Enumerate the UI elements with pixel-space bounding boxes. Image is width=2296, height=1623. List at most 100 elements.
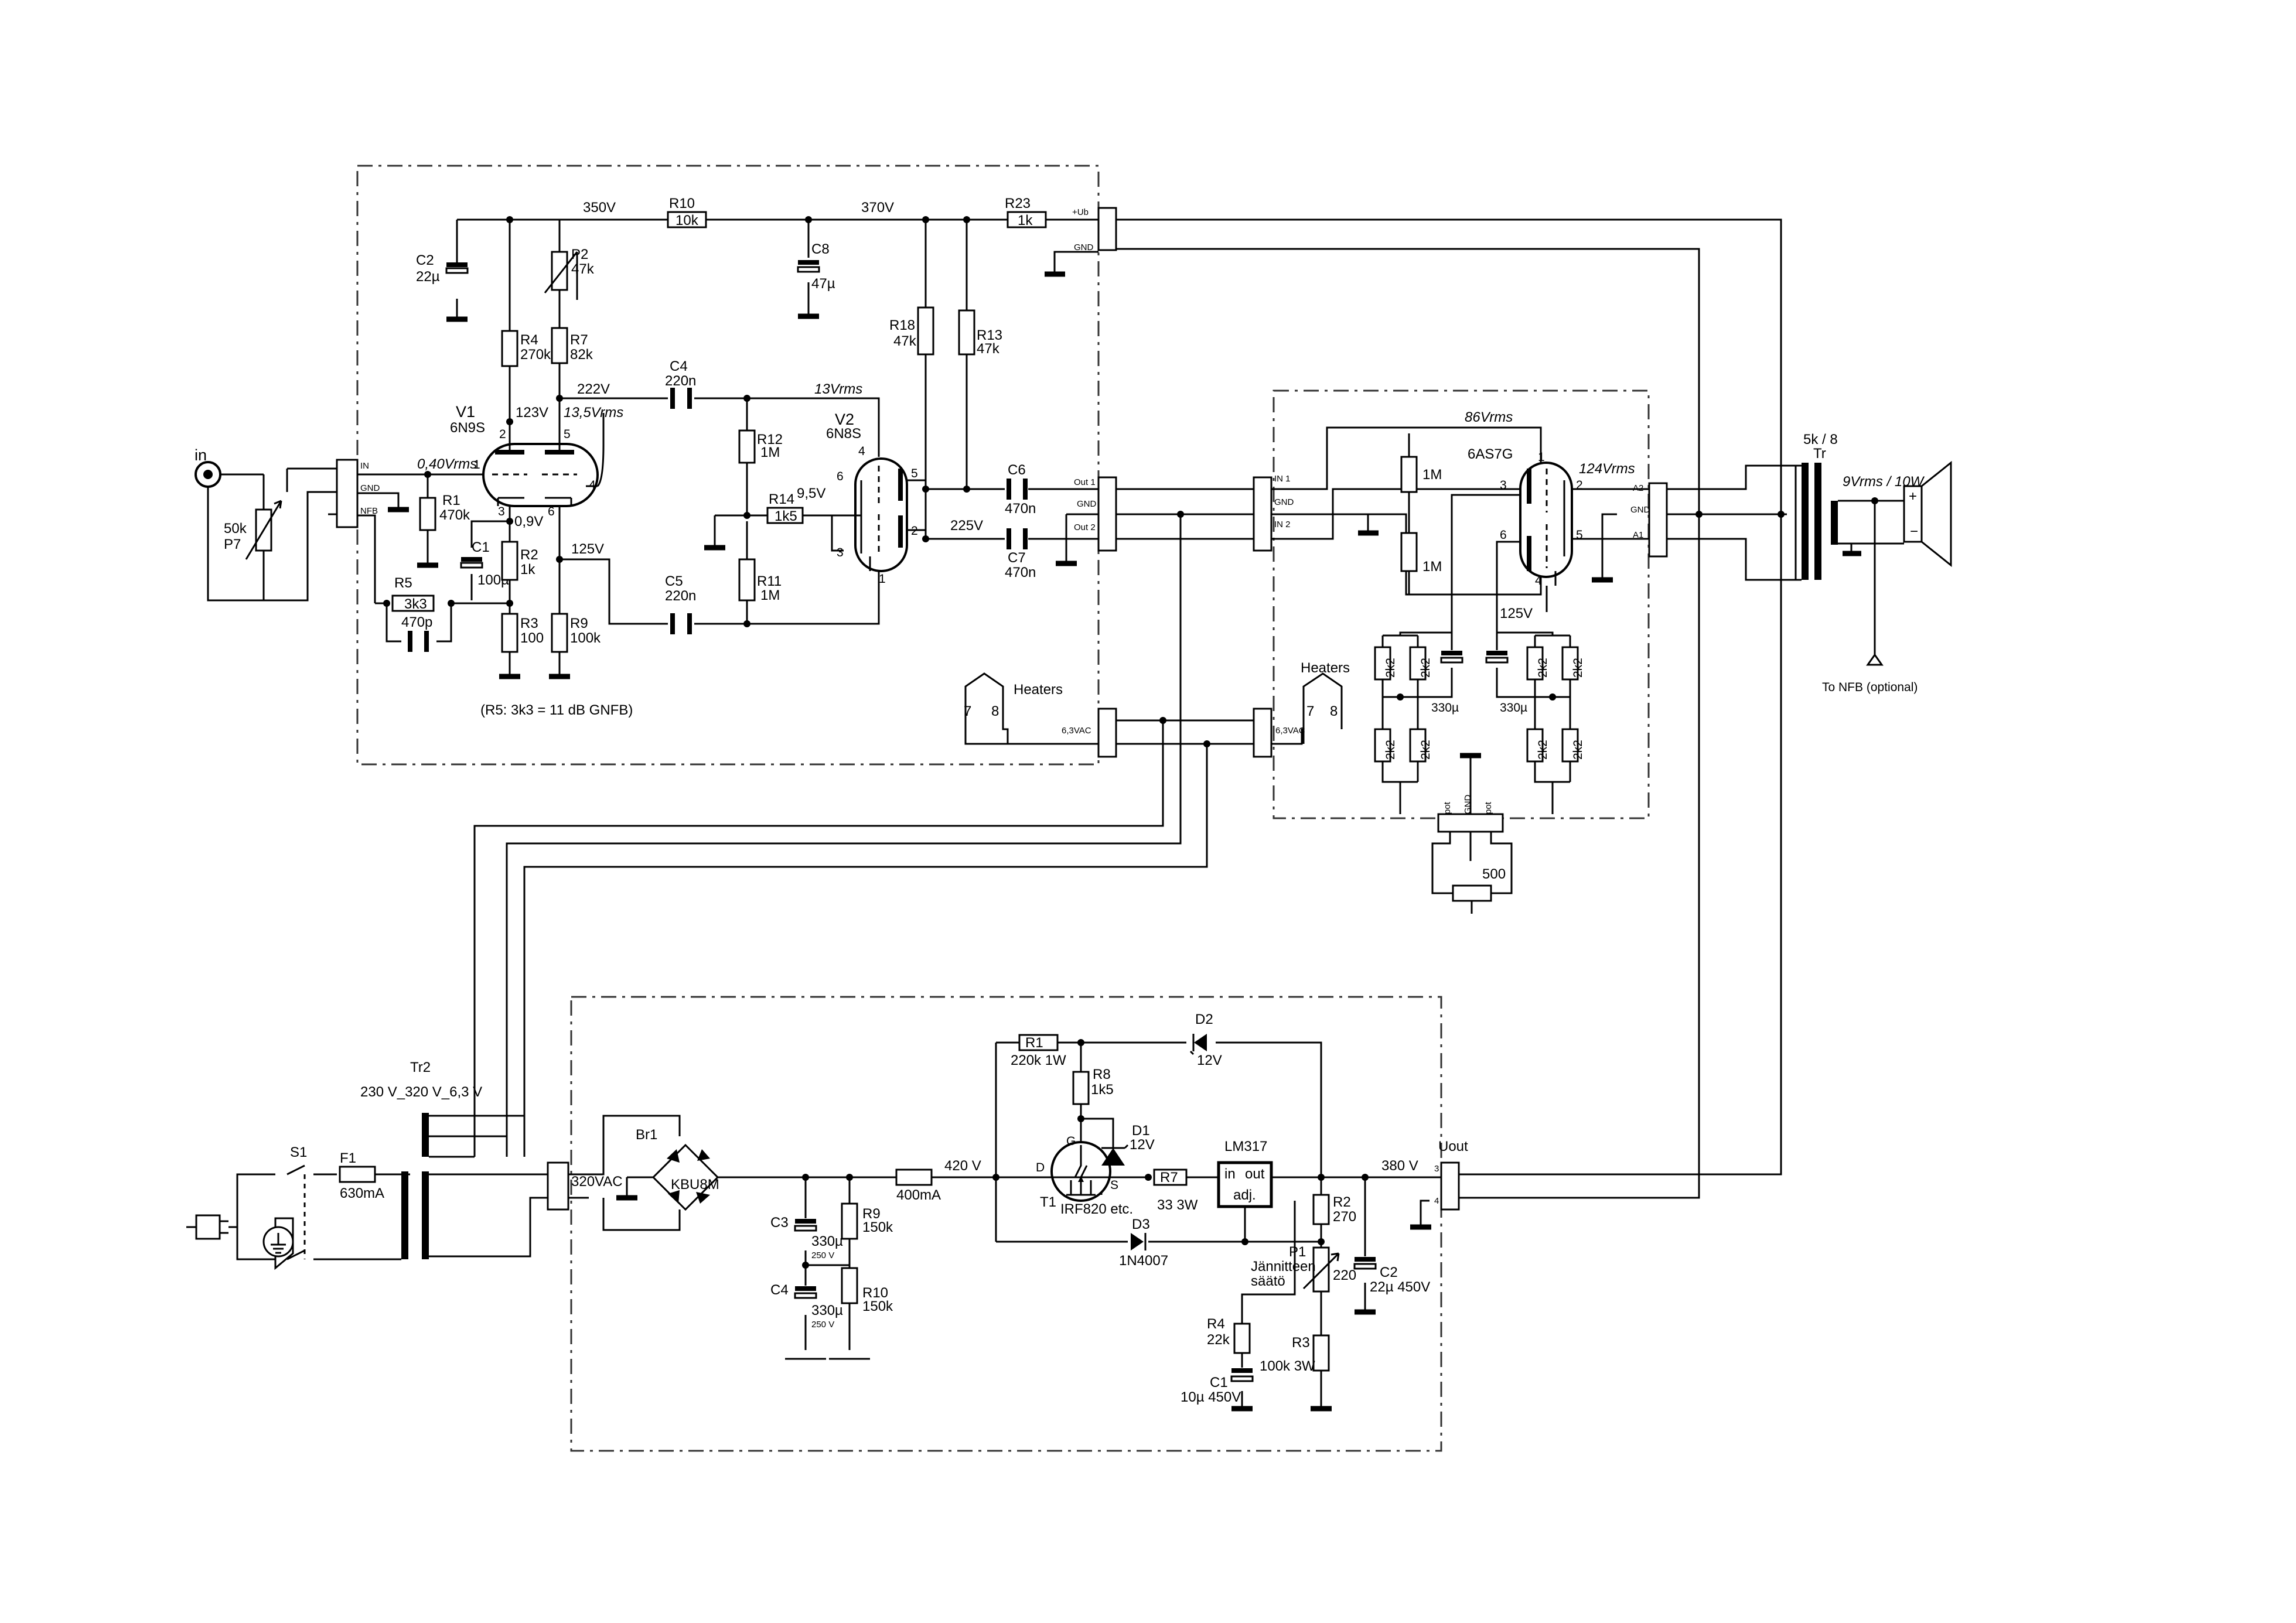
v2-pin-4: 4: [858, 445, 865, 458]
pa-cathode-network: [1374, 631, 1579, 799]
uout-pin-4: 4: [1434, 1196, 1439, 1206]
c7-value: 470n: [1005, 565, 1036, 580]
v1-input-signal: 0,40Vrms: [417, 456, 477, 472]
r23-value: 1k: [1018, 213, 1033, 228]
r12-value: 1M: [760, 445, 780, 460]
psu-r8-resistor: [1072, 1071, 1090, 1105]
preamp-input-connector: [336, 459, 359, 528]
tr2-ref: Tr2: [410, 1060, 431, 1075]
preamp-out-pin-2: Out 2: [1074, 522, 1096, 532]
c-470p-value: 470p: [401, 614, 432, 630]
psu-d2-zener: [1189, 1034, 1207, 1055]
p2-value: 47k: [571, 261, 595, 277]
pa-in-pin-gnd: GND: [1274, 497, 1294, 507]
preamp-b-plus-rail: [456, 218, 1078, 319]
output-transformer: [1787, 463, 1838, 581]
pa-r-label-1: 2k2: [1384, 658, 1397, 678]
pa-bias-pin-3: pot: [1483, 801, 1493, 814]
psu-r1-resistor: [1018, 1034, 1059, 1051]
pa-in-pin-2: IN 2: [1274, 520, 1291, 529]
psu-r10-resistor: [841, 1267, 858, 1304]
earth-symbol: [262, 1226, 294, 1258]
r11-ref: R11: [757, 573, 782, 589]
psu-c4-ref: C4: [770, 1282, 789, 1298]
r3-ref: R3: [520, 616, 538, 631]
preamp-heater-pin-8: 8: [991, 703, 999, 719]
s1-ref: S1: [290, 1144, 307, 1160]
r5-ref: R5: [394, 575, 412, 591]
c2-ref: C2: [416, 252, 434, 268]
r3-resistor: [501, 613, 518, 653]
svg-text:+: +: [1909, 488, 1917, 504]
preamp-in-pin-in: IN: [360, 461, 369, 471]
rail-label-370v: 370V: [861, 200, 894, 216]
p7-value: 50k: [224, 521, 247, 537]
v2-pin-6: 6: [837, 470, 844, 483]
r7-ref: R7: [570, 332, 588, 348]
f1-ref: F1: [340, 1150, 356, 1166]
pa-heater-voltage: 6,3VAC: [1275, 726, 1305, 736]
preamp-heater-connector: [1097, 708, 1117, 758]
psu-fuse-400ma-value: 400mA: [896, 1187, 941, 1203]
psu-t1-mosfet: [1040, 1141, 1131, 1202]
v1-type: 6N9S: [450, 420, 485, 436]
br1-type: KBU8M: [671, 1177, 719, 1193]
psu-uout-label: Uout: [1438, 1139, 1468, 1154]
r3-value: 100: [520, 630, 544, 646]
psu-r1-ref: R1: [1025, 1035, 1043, 1051]
c8-ref: C8: [811, 241, 830, 257]
psu-r3-ref: R3: [1292, 1335, 1310, 1351]
psu-r4-ref: R4: [1207, 1316, 1225, 1332]
preamp-out-pin-1: Out 1: [1074, 477, 1096, 487]
psu-d2-ref: D2: [1195, 1012, 1213, 1027]
r18-resistor: [917, 306, 934, 356]
pa-r-label-6: 2k2: [1571, 658, 1585, 678]
v2-pin-3: 3: [837, 546, 844, 559]
poweramp-output-connector: [1648, 482, 1668, 558]
preamp-in-pin-nfb: NFB: [360, 506, 378, 516]
v1-ref: V1: [456, 403, 475, 421]
psu-c4-rating: 250 V: [811, 1320, 834, 1330]
p2-trimmer: [544, 251, 578, 300]
r23-ref: R23: [1005, 196, 1031, 211]
pa-r-label-7: 2k2: [1536, 740, 1550, 760]
signal-interconnect: [1116, 488, 1254, 540]
psu-ac-label: 320VAC: [571, 1174, 623, 1190]
svg-text:−: −: [1910, 524, 1918, 539]
r2-ref: R2: [520, 547, 538, 563]
r13-ref: R13: [977, 327, 1002, 343]
psu-r2-value: 270: [1333, 1209, 1356, 1225]
r11-value: 1M: [760, 587, 780, 603]
power-transformer-tr2: [401, 1113, 429, 1259]
r13-resistor: [958, 309, 975, 356]
psu-r7-ref: R7: [1160, 1170, 1178, 1185]
pa-heater-pin-7: 7: [1306, 703, 1314, 719]
pa-grid-r-top: 1M: [1422, 467, 1442, 483]
preamp-mid-voltage: 125V: [571, 541, 604, 557]
t1-ref: T1: [1040, 1194, 1056, 1210]
psu-p1-desc-1: Jännitteen: [1251, 1259, 1316, 1275]
r18-value: 47k: [893, 333, 917, 349]
psu-board-outline: [570, 996, 1442, 1452]
pa-pin-4: 4: [1535, 574, 1542, 587]
c5-value: 220n: [665, 588, 696, 604]
c5-ref: C5: [665, 573, 683, 589]
preamp-heater-voltage: 6,3VAC: [1062, 726, 1091, 736]
v1-plate2-voltage: 222V: [577, 381, 610, 397]
psu-r9-ref: R9: [862, 1206, 881, 1222]
v1-pin-6: 6: [548, 505, 555, 518]
v1-tube: [482, 432, 599, 507]
ub-pin-gnd: GND: [1074, 242, 1094, 252]
c1-ref: C1: [472, 539, 490, 555]
br1-ref: Br1: [636, 1127, 657, 1143]
psu-r3-resistor: [1312, 1334, 1330, 1372]
r14-resistor: [766, 507, 804, 524]
psu-d3-ref: D3: [1132, 1217, 1150, 1232]
r14-ref: R14: [769, 491, 794, 507]
pa-grid-resistor-top: [1400, 456, 1418, 493]
pa-r-label-8: 2k2: [1571, 740, 1585, 760]
psu-r8-ref: R8: [1093, 1067, 1111, 1082]
poweramp-input-connector: [1253, 476, 1272, 552]
psu-c3-value: 330µ: [811, 1234, 843, 1249]
psu-d1-value: 12V: [1130, 1137, 1155, 1153]
